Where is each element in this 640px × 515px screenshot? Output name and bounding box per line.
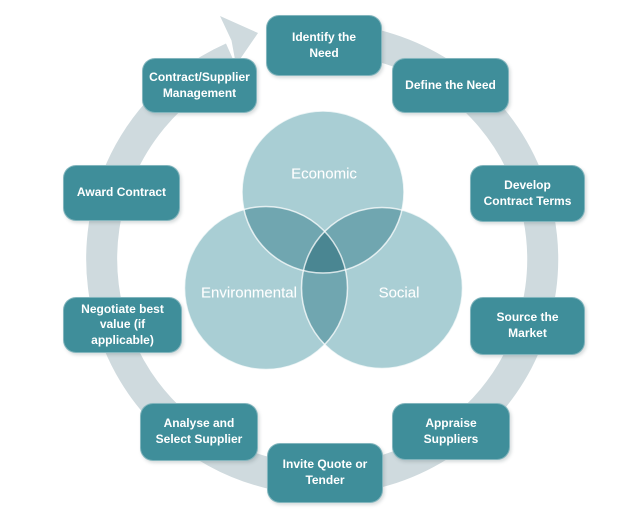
venn-circle-environmental bbox=[184, 206, 348, 370]
cycle-arrowhead-icon bbox=[220, 16, 258, 65]
venn-label-economic: Economic bbox=[291, 165, 357, 183]
step-identify-the-need: Identify the Need bbox=[266, 15, 382, 76]
step-label: Identify the Need bbox=[291, 29, 356, 60]
step-label: Award Contract bbox=[76, 185, 167, 200]
venn-circle-social bbox=[301, 207, 463, 369]
step-label: Develop Contract Terms bbox=[483, 177, 572, 208]
step-award-contract: Award Contract bbox=[63, 165, 180, 221]
step-invite-quote-or-tender: Invite Quote or Tender bbox=[267, 443, 383, 503]
step-label: Analyse and Select Supplier bbox=[155, 416, 243, 446]
step-appraise-suppliers: Appraise Suppliers bbox=[392, 403, 510, 460]
venn-circle-social-outline bbox=[300, 206, 464, 370]
step-contract-supplier-management: Contract/Supplier Management bbox=[142, 58, 257, 113]
step-analyse-and-select-supplier: Analyse and Select Supplier bbox=[140, 403, 258, 461]
step-label: Invite Quote or Tender bbox=[282, 457, 368, 487]
venn-diagram bbox=[183, 110, 464, 371]
step-negotiate-best-value: Negotiate best value (if applicable) bbox=[63, 297, 182, 353]
step-develop-contract-terms: Develop Contract Terms bbox=[470, 165, 585, 222]
step-label: Negotiate best value (if applicable) bbox=[81, 301, 164, 347]
step-define-the-need: Define the Need bbox=[392, 58, 509, 113]
step-label: Appraise Suppliers bbox=[423, 415, 479, 446]
venn-circle-environmental-outline bbox=[183, 205, 349, 371]
step-label: Source the Market bbox=[496, 310, 559, 340]
step-label: Contract/Supplier Management bbox=[149, 69, 250, 100]
venn-circle-economic-outline bbox=[241, 110, 405, 274]
step-source-the-market: Source the Market bbox=[470, 297, 585, 355]
step-label: Define the Need bbox=[405, 77, 496, 92]
venn-label-environmental: Environmental bbox=[201, 284, 297, 302]
venn-label-social: Social bbox=[378, 284, 420, 302]
